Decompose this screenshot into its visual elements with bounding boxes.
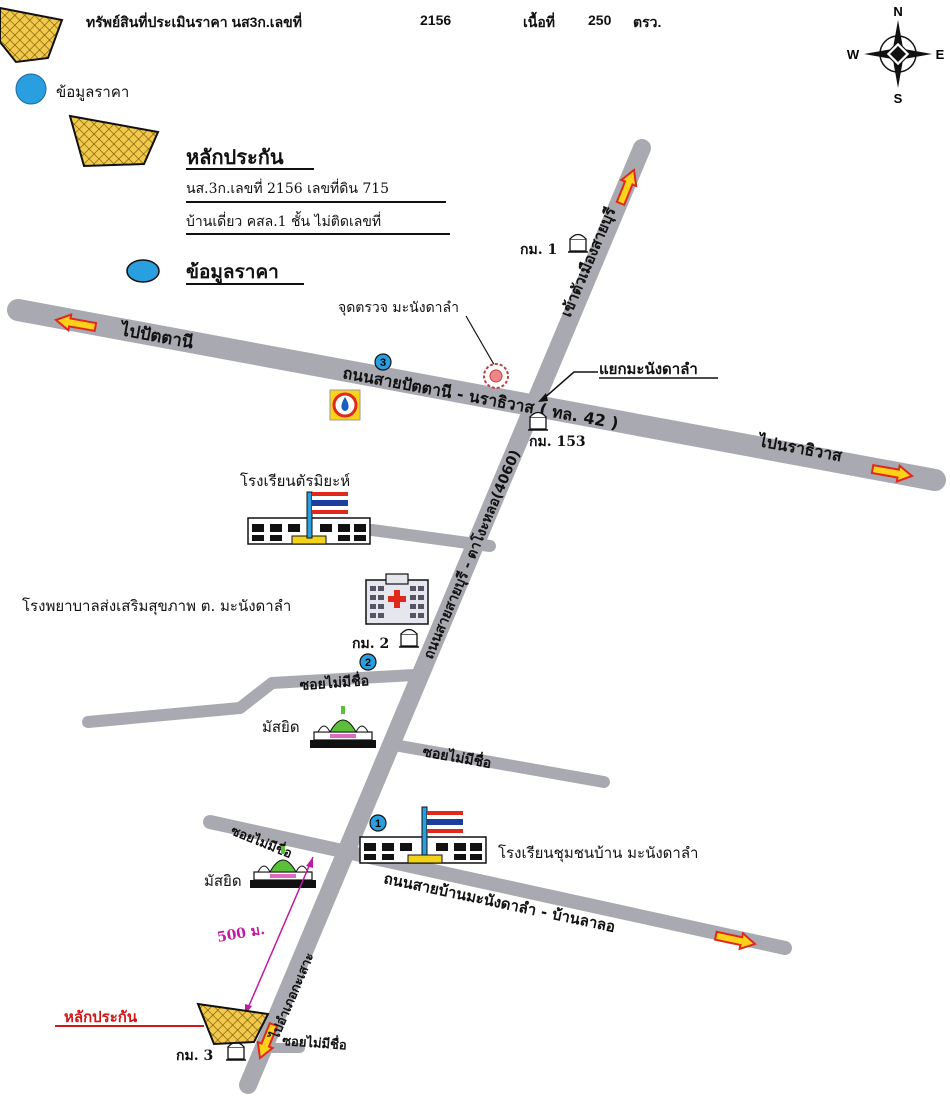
hospital-icon [365, 573, 429, 625]
school-icon [247, 491, 371, 545]
road-label-to-saiburi: เข้าตัวเมืองสายบุรี [557, 204, 621, 320]
gas-station-icon [329, 389, 361, 421]
legend-price-data-title: ข้อมูลราคา [186, 261, 279, 283]
legend-collateral-line1: นส.3ก.เลขที่ 2156 เลขที่ดิน 715 [186, 181, 390, 197]
header-asset-label: ทรัพย์สินที่ประเมินราคา นส3ก.เลขที่ [86, 14, 302, 30]
distance-line [244, 856, 314, 1016]
legend-collateral-icon [68, 114, 160, 168]
distance-label: 500 ม. [216, 922, 266, 946]
road-label-main-highway: ถนนสายปัตตานี - นราธิวาส ( ทล. 42 ) [341, 363, 620, 433]
road-network [7, 139, 946, 1094]
header-area-label: เนื้อที่ [523, 14, 555, 30]
km-label-1: กม. 1 [520, 242, 557, 258]
compass-rose-icon: N S E W [847, 4, 945, 106]
collateral-parcel-icon[interactable] [196, 1002, 270, 1046]
checkpoint-label: จุดตรวจ มะนังดาลำ [338, 300, 459, 316]
road-soi-1 [82, 669, 420, 728]
collateral-pointer-label: หลักประกัน [64, 1008, 138, 1026]
comparable-3-number: 3 [380, 357, 386, 369]
road-pattani-narathiwat [7, 299, 946, 491]
arrow-up-icon [615, 168, 638, 207]
header-price-data-label: ข้อมูลราคา [56, 83, 130, 101]
checkpoint-icon [483, 363, 509, 389]
compass-w: W [847, 47, 860, 62]
arrow-left-icon [54, 313, 98, 333]
header-deed-no: 2156 [420, 12, 452, 28]
direction-arrows [54, 168, 914, 1060]
school-icon [359, 806, 487, 864]
comparable-marker-2[interactable]: 2 [359, 653, 377, 671]
compass-s: S [894, 91, 903, 106]
compass-e: E [936, 47, 945, 62]
legend-collateral-title: หลักประกัน [186, 145, 284, 169]
header-collateral-icon [0, 6, 64, 64]
legend-price-marker-icon [126, 259, 160, 283]
mosque-icon [250, 846, 316, 888]
comparable-2-number: 2 [365, 657, 371, 669]
mosque2-label: มัสยิด [204, 872, 242, 890]
school1-label: โรงเรียนตัรมิยะห์ [240, 472, 350, 490]
road-label-to-pattani: ไปปัตตานี [117, 319, 195, 353]
header-price-marker-icon [15, 73, 47, 105]
header-area-unit: ตรว. [633, 14, 662, 30]
header-area-value: 250 [588, 12, 612, 28]
school2-label: โรงเรียนชุมชนบ้าน มะนังดาลำ [498, 844, 698, 863]
km-label-3: กม. 3 [176, 1048, 213, 1064]
road-label-soi-4: ซอยไม่มีชื่อ [282, 1031, 348, 1053]
mosque1-label: มัสยิด [262, 718, 300, 736]
arrow-right-village-icon [713, 930, 757, 951]
comparable-marker-3[interactable]: 3 [374, 353, 392, 371]
arrow-down-icon [256, 1021, 279, 1060]
road-village [203, 815, 792, 955]
compass-n: N [893, 4, 902, 19]
legend-collateral-line2: บ้านเดี่ยว คสล.1 ชั้น ไม่ติดเลขที่ [186, 214, 382, 230]
comparable-1-number: 1 [375, 818, 381, 830]
km-label-153: กม. 153 [529, 434, 586, 450]
mosque-icon [310, 706, 376, 748]
comparable-marker-1[interactable]: 1 [369, 814, 387, 832]
road-label-soi-1: ซอยไม่มีชื่อ [299, 670, 370, 694]
road-soi-2 [388, 739, 610, 788]
hospital-label: โรงพยาบาลส่งเสริมสุขภาพ ต. มะนังดาลำ [22, 597, 291, 616]
junction-pointer-icon [538, 393, 548, 402]
road-label-soi-2: ซอยไม่มีชื่อ [421, 741, 493, 772]
km-label-2: กม. 2 [352, 636, 389, 652]
road-saiburi-tangolo [239, 139, 651, 1094]
arrow-right-icon [870, 463, 914, 483]
road-soi-school [366, 524, 496, 552]
junction-label: แยกมะนังดาลำ [599, 360, 698, 378]
road-label-saiburi-road: ถนนสายสายบุรี - ตาโงะหลอ(4060) [419, 447, 524, 662]
